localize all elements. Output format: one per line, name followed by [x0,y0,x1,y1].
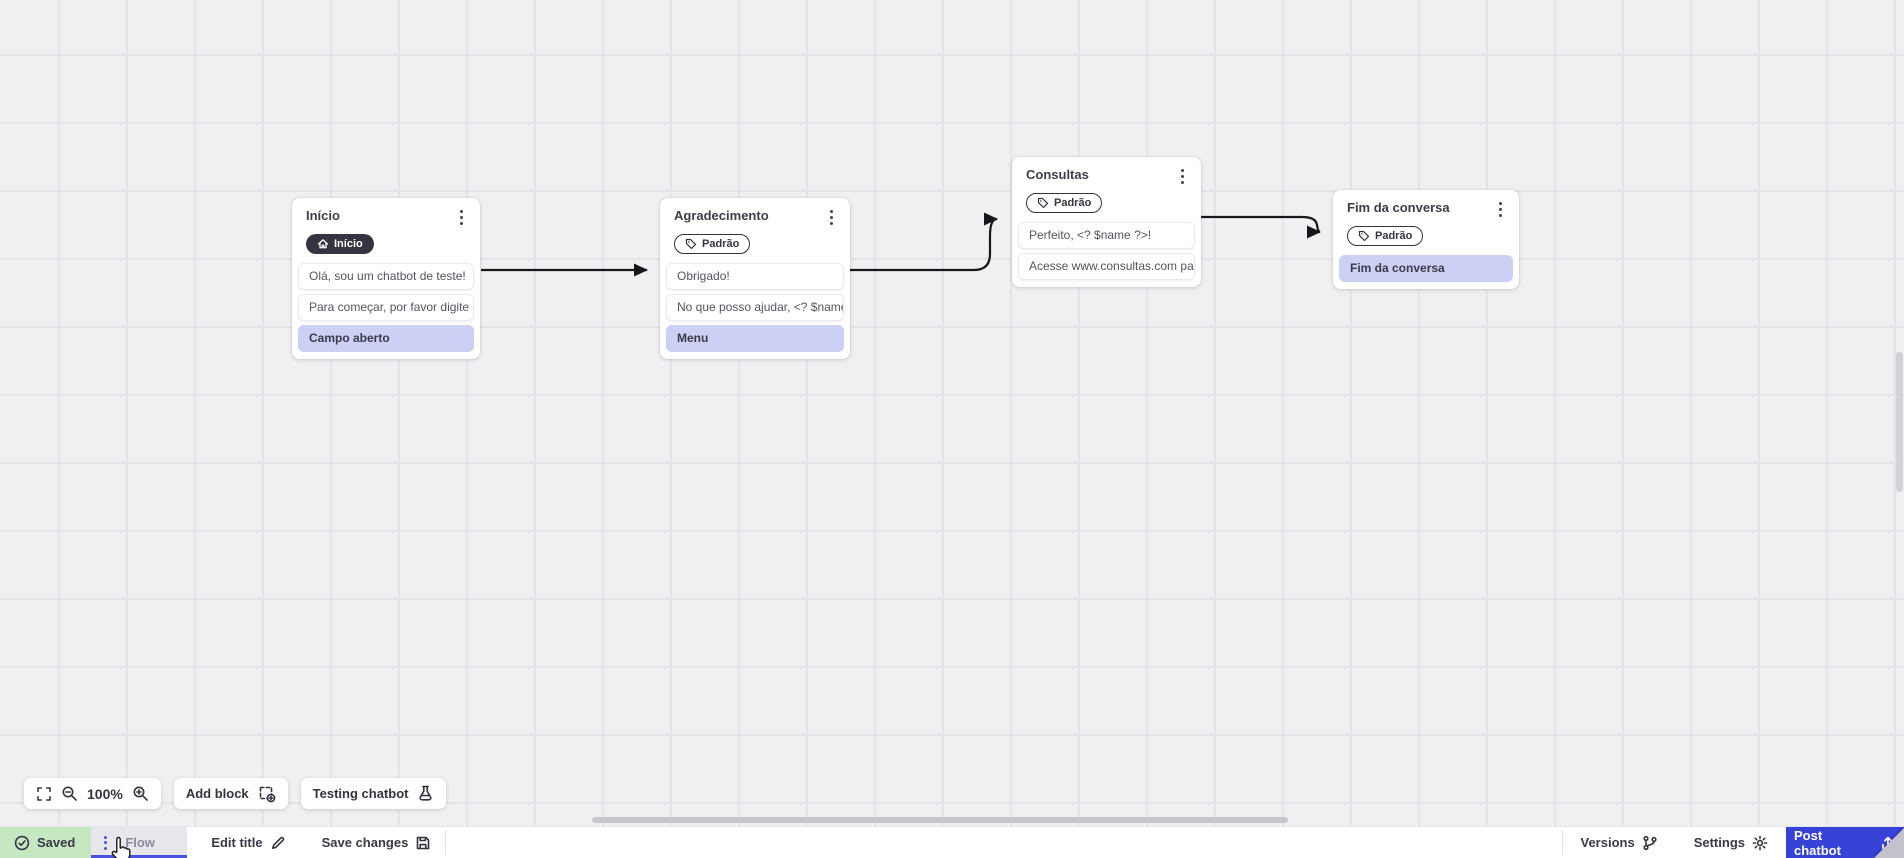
flow-canvas[interactable]: Início Início Olá, sou um chatbot de tes… [0,0,1904,826]
node-row-highlight[interactable]: Fim da conversa [1339,255,1513,282]
badge-label: Padrão [702,238,740,250]
testing-chatbot-label: Testing chatbot [312,786,409,801]
node-menu-icon[interactable] [1496,200,1505,219]
node-connectors [481,212,1321,277]
horizontal-scrollbar[interactable] [592,817,1288,823]
status-bar: Saved Flow Edit title Save changes Versi… [0,826,1904,858]
saved-status-badge: Saved [0,827,92,858]
node-row[interactable]: Perfeito, <? $name ?>! [1018,222,1195,249]
statusbar-spacer [446,827,1561,858]
edit-title-button[interactable]: Edit title [197,827,299,858]
node-title: Consultas [1026,167,1089,182]
saved-label: Saved [37,835,76,850]
versions-label: Versions [1580,835,1635,850]
add-block-button[interactable]: Add block [173,778,288,809]
node-row[interactable]: Olá, sou um chatbot de teste! [298,263,474,290]
node-row[interactable]: Para começar, por favor digite o ... [298,294,474,321]
tag-icon [1358,230,1370,242]
badge-label: Início [334,238,363,250]
statusbar-divider [1561,830,1563,855]
node-menu-icon[interactable] [1178,167,1187,186]
tab-flow[interactable]: Flow [91,827,188,858]
zoom-controls: 100% [24,778,161,809]
node-menu-icon[interactable] [827,208,836,227]
vertical-scrollbar[interactable] [1896,352,1903,492]
flask-icon [419,785,433,801]
check-circle-icon [14,835,30,850]
fit-screen-icon[interactable] [36,786,52,802]
node-inicio[interactable]: Início Início Olá, sou um chatbot de tes… [292,198,480,359]
settings-button[interactable]: Settings [1676,827,1786,858]
save-icon [417,836,430,849]
add-block-icon [259,786,276,802]
tag-badge: Padrão [674,234,751,254]
node-row-highlight[interactable]: Campo aberto [298,325,474,352]
node-consultas[interactable]: Consultas Padrão Perfeito, <? $name ?>! … [1012,157,1201,287]
badge-label: Padrão [1054,197,1092,209]
post-chatbot-label: Post chatbot [1794,827,1841,858]
node-row-highlight[interactable]: Menu [666,325,844,352]
connector-agradecimento-consultas [850,212,998,272]
save-changes-label: Save changes [321,835,409,850]
flow-tab-label: Flow [125,835,155,850]
tag-badge: Padrão [1347,226,1424,246]
testing-chatbot-button[interactable]: Testing chatbot [300,778,447,809]
node-row[interactable]: Acesse www.consultas.com par... [1018,253,1195,280]
tag-icon [1037,197,1049,209]
settings-label: Settings [1693,835,1745,850]
gear-icon [1752,835,1768,850]
pencil-icon [271,836,284,849]
badge-label: Padrão [1375,230,1413,242]
tag-icon [685,238,697,250]
node-title: Fim da conversa [1347,200,1450,215]
save-changes-button[interactable]: Save changes [308,827,446,858]
node-row[interactable]: Obrigado! [666,263,844,290]
window-corner-fold [1874,828,1904,858]
tag-badge: Padrão [1026,193,1103,213]
connector-consultas-fim [1201,215,1321,239]
canvas-toolbar: 100% Add block Testing chatbot [24,778,447,809]
active-tab-indicator [91,855,188,858]
statusbar-divider [445,830,447,855]
node-row[interactable]: No que posso ajudar, <? $name ... [666,294,844,321]
zoom-level: 100% [87,785,123,802]
node-menu-icon[interactable] [457,208,466,227]
edit-title-label: Edit title [211,835,263,850]
node-fim-da-conversa[interactable]: Fim da conversa Padrão Fim da conversa [1333,190,1519,289]
flow-menu-icon[interactable] [91,835,113,850]
home-icon [317,239,329,249]
node-title: Agradecimento [674,208,769,223]
node-title: Início [306,208,340,223]
zoom-out-icon[interactable] [61,785,78,802]
versions-button[interactable]: Versions [1563,827,1676,858]
start-badge: Início [306,234,374,254]
node-agradecimento[interactable]: Agradecimento Padrão Obrigado! No que po… [660,198,850,359]
zoom-in-icon[interactable] [132,785,149,802]
add-block-label: Add block [185,786,249,801]
git-branch-icon [1643,835,1657,850]
